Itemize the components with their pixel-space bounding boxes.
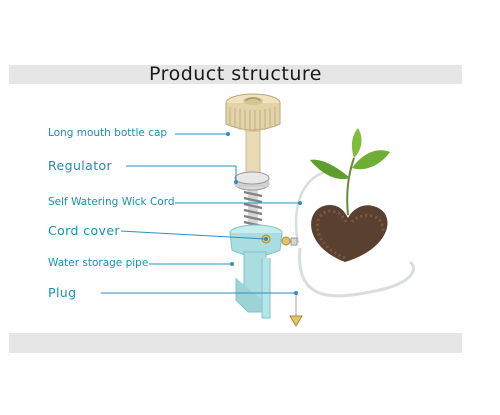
wick-spring (243, 190, 263, 228)
diagram-title: Product structure (149, 63, 322, 85)
soil-heart (311, 205, 388, 262)
footer-band (9, 333, 462, 353)
plug-part (289, 294, 303, 327)
title-band (9, 65, 462, 84)
label-cord-cover: Cord cover (48, 223, 120, 238)
water-storage-pipe-part (229, 224, 283, 319)
seedling (310, 128, 390, 216)
leader-lines (101, 133, 300, 294)
bottle-cap-part (225, 93, 281, 174)
regulator-part (234, 171, 270, 191)
leader-cord-cover (120, 230, 267, 240)
leader-endpoints (226, 132, 302, 295)
wick-tube (298, 247, 416, 298)
label-water-storage-pipe: Water storage pipe (48, 257, 149, 269)
label-regulator: Regulator (48, 158, 113, 173)
label-self-watering-wick-cord: Self Watering Wick Cord (48, 196, 175, 208)
label-plug: Plug (48, 285, 77, 300)
label-long-mouth-bottle-cap: Long mouth bottle cap (48, 127, 168, 139)
